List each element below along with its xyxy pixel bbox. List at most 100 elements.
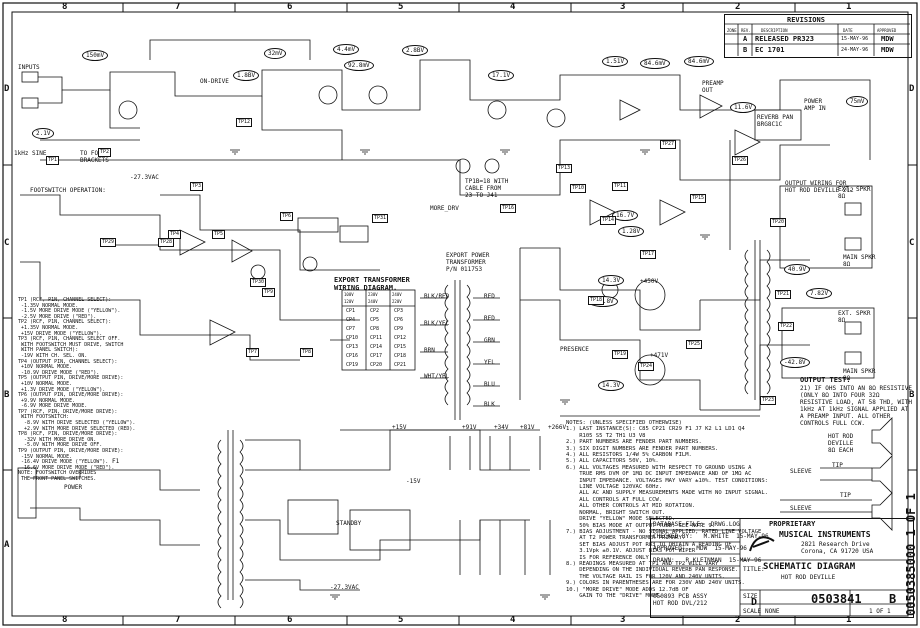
export-wire-brn: BRN	[424, 347, 435, 354]
title-row-drawn: DRAWN: R.KLEINMAN 15-MAY-96	[653, 557, 762, 564]
supply-rail-label: +450V	[640, 278, 659, 285]
output-test-title: OUTPUT TEST:	[800, 376, 851, 384]
supply-rail-label: +91V	[462, 424, 477, 431]
drawing-sheet: 1 OF 1	[869, 608, 891, 615]
export-wire-blk-red: BLK/RED	[424, 293, 450, 300]
title-block: DATABASE FILE: DRWG.LOG CHECKED BY: M.WH…	[650, 518, 914, 618]
test-point: TP24	[638, 362, 655, 371]
ext-spkr-label: EXT. SPKR 8Ω	[838, 186, 871, 200]
test-point: TP15	[690, 194, 707, 203]
export-table-cell: CP18	[394, 353, 407, 359]
voltage-tag: 1.51V	[602, 56, 629, 67]
company-address: 2821 Research Drive Corona, CA 91720 USA	[801, 541, 874, 555]
drawing-size: D	[751, 597, 758, 608]
test-point: TP9	[262, 288, 276, 297]
test-point: TP26	[732, 156, 749, 165]
rev-header-rev: REV.	[741, 28, 751, 33]
zone-number-4-bottom: 4	[510, 615, 516, 625]
rev-a-date: 15-MAY-96	[841, 36, 869, 42]
voltage-tag: 84.6mV	[640, 58, 670, 69]
scale-label: SCALE	[743, 608, 762, 615]
zone-letter-d: D	[4, 84, 10, 94]
title-row-approved: APPROVED: MDW 15-MAY-96	[653, 545, 747, 552]
voltage-tag: 2.8BV	[402, 45, 429, 56]
supply-rail-label: -15V	[406, 478, 421, 485]
voltage-tag: 150mV	[82, 50, 109, 61]
drawing-revision: B	[889, 592, 897, 606]
test-point: TP13	[556, 164, 573, 173]
output-test-text: 21) IF OHS INTO AN 8Ω RESISTIVE (ONLY 8Ω…	[800, 385, 912, 427]
export-wiring-title: EXPORT TRANSFORMER WIRING DIAGRAM.	[334, 276, 410, 292]
voltage-tag: 1.8BV	[233, 70, 260, 81]
proprietary-label: PROPRIETARY	[769, 520, 816, 528]
sleeve-label: SLEEVE	[790, 468, 812, 475]
rev-a-letter: A	[743, 35, 748, 43]
test-point: TP14	[600, 216, 617, 225]
on-drive-label: ON-DRIVE	[200, 78, 229, 85]
title-pcb-notes: 050893 PCB ASSY HOT ROD DVL/212	[653, 593, 708, 607]
test-point: TP1	[46, 156, 60, 165]
zone-number-5-bottom: 5	[398, 615, 404, 625]
export-table-cell: CP11	[370, 335, 383, 341]
zone-number-6: 6	[287, 2, 293, 12]
zone-letter-b-right: B	[909, 390, 915, 400]
main-spkr-label-2: MAIN SPKR 8Ω	[843, 368, 876, 382]
voltage-tag: 32mV	[264, 48, 287, 59]
export-wire-grn: GRN	[484, 337, 495, 344]
bias-supply-label: -27.3VAC	[330, 584, 359, 591]
fender-logo-icon	[747, 531, 777, 557]
export-table-cell: CP9	[394, 326, 404, 332]
export-table-cell: CP12	[394, 335, 407, 341]
zone-letter-d-right: D	[909, 84, 915, 94]
zone-letter-b: B	[4, 390, 10, 400]
test-point: TP4	[168, 230, 182, 239]
voltage-tag: 4.4mV	[333, 44, 360, 55]
test-point: TP21	[775, 290, 792, 299]
export-table-cell: CP4	[346, 317, 356, 323]
test-point: TP27	[660, 140, 677, 149]
export-table-cell: CP15	[394, 344, 407, 350]
export-col-2: 230V 240V	[368, 292, 378, 304]
test-point: TP10	[570, 184, 587, 193]
voltage-tag: 75mV	[846, 96, 869, 107]
side-document-number-text: 0050385000 1 OF 1	[904, 493, 918, 616]
supply-rail-label: +15V	[392, 424, 407, 431]
drawing-number: 0503841	[811, 592, 862, 606]
voltage-tag: 16.7V	[612, 210, 639, 221]
test-point: TP31	[372, 214, 389, 223]
zone-number-2-bottom: 2	[735, 615, 741, 625]
export-table-cell: CP14	[370, 344, 383, 350]
export-wire-blk: BLK	[484, 401, 495, 408]
inputs-label: INPUTS	[18, 64, 40, 71]
cable-note-label: TP1B=18 WITH CABLE FROM 23 TO J41	[465, 178, 509, 199]
export-col-1: 100V 120V	[344, 292, 354, 304]
zone-number-7-bottom: 7	[175, 615, 181, 625]
export-table-cell: CP1	[346, 308, 356, 314]
test-point: TP3	[190, 182, 204, 191]
title-label: TITLE:	[743, 566, 765, 573]
zone-number-2: 2	[735, 2, 741, 12]
export-table-cell: CP17	[370, 353, 383, 359]
zone-number-3: 3	[620, 2, 626, 12]
export-table-cell: CP13	[346, 344, 359, 350]
zone-letter-c: C	[4, 238, 10, 248]
footswitch-jack-label: FOOTSWITCH OPERATION:	[30, 187, 106, 194]
test-point: TP19	[612, 350, 629, 359]
test-point: TP16	[500, 204, 517, 213]
zone-number-3-bottom: 3	[620, 615, 626, 625]
test-point: TP18	[588, 296, 605, 305]
export-table-cell: CP10	[346, 335, 359, 341]
export-table-cell: CP16	[346, 353, 359, 359]
output-wiring-label: OUTPUT WIRING FOR HOT ROD DEVILLE 212	[785, 180, 854, 194]
export-table-cell: CP7	[346, 326, 356, 332]
rev-b-date: 24-MAY-96	[841, 47, 869, 53]
zone-number-7: 7	[175, 2, 181, 12]
export-table-cell: CP20	[370, 362, 383, 368]
rev-b-letter: B	[743, 46, 748, 54]
rev-header-approved: APPROVED	[877, 28, 897, 33]
test-point: TP6	[280, 212, 294, 221]
rev-b-approved: MDW	[881, 46, 894, 54]
company-name: MUSICAL INSTRUMENTS	[779, 530, 871, 539]
zone-number-5: 5	[398, 2, 404, 12]
test-point: TP28	[158, 238, 175, 247]
